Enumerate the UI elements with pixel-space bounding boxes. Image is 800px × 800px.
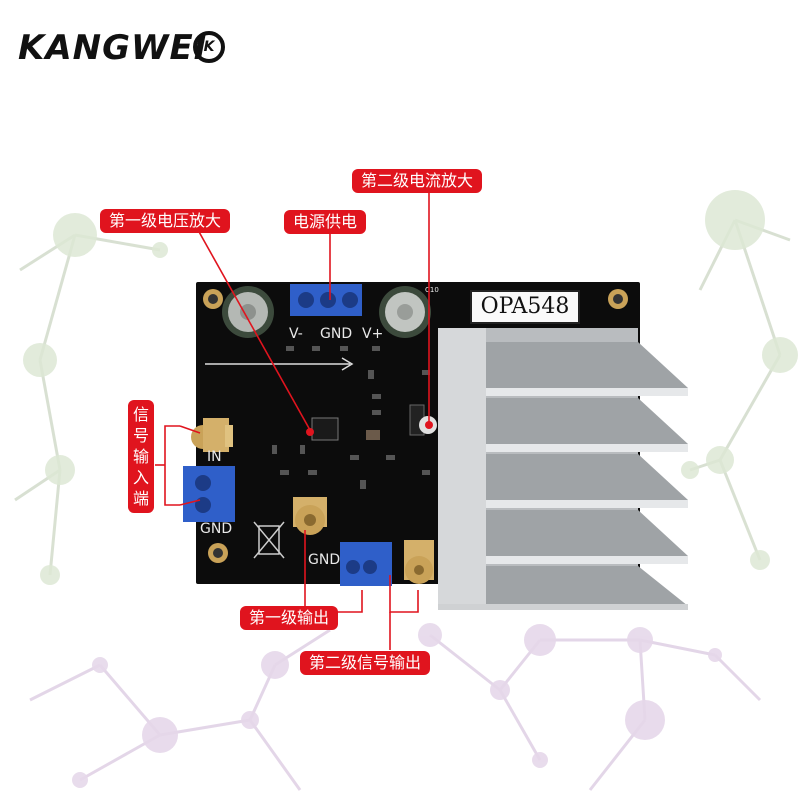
silk-in: IN bbox=[207, 449, 222, 465]
callout-second-stage-current-amp: 第二级电流放大 bbox=[352, 169, 483, 193]
callout-signal-input: 信 号 输 入 端 bbox=[128, 400, 154, 513]
brand-logo-mark-icon: K bbox=[193, 31, 225, 63]
silk-v-minus: V- bbox=[289, 326, 303, 342]
callout-first-stage-voltage-amp: 第一级电压放大 bbox=[100, 209, 231, 233]
silk-gnd-bottom: GND bbox=[308, 552, 340, 568]
silk-gnd-left: GND bbox=[200, 521, 232, 537]
callout-signal-input-char-2: 号 bbox=[132, 426, 149, 445]
callout-power-supply: 电源供电 bbox=[284, 210, 367, 234]
silk-gnd-top: GND bbox=[320, 326, 352, 342]
callout-signal-input-char-4: 入 bbox=[132, 468, 149, 487]
chip-label-opa548: OPA548 bbox=[470, 290, 580, 324]
silk-c10: C10 bbox=[425, 286, 439, 294]
callout-signal-input-char-5: 端 bbox=[132, 489, 149, 508]
callout-signal-input-char-3: 输 bbox=[132, 447, 149, 466]
callout-signal-input-char-1: 信 bbox=[132, 405, 149, 424]
callout-first-stage-output: 第一级输出 bbox=[240, 606, 339, 630]
callout-second-stage-signal-output: 第二级信号输出 bbox=[300, 651, 431, 675]
brand-logo-text: KANGWEI bbox=[18, 28, 208, 68]
silk-v-plus: V+ bbox=[362, 326, 383, 342]
